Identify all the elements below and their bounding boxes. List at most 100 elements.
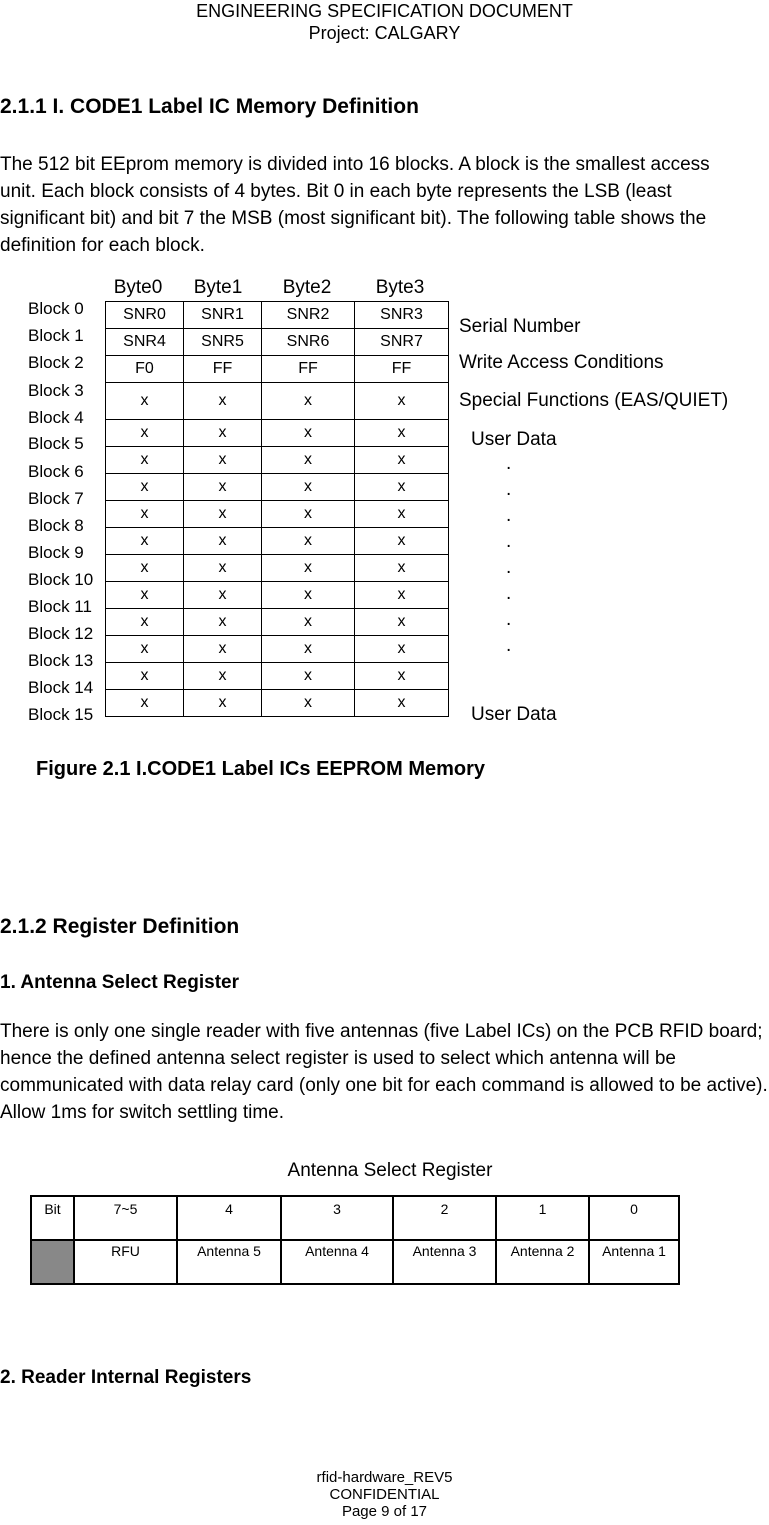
memory-cell: x (105, 382, 184, 420)
footer-confidential: CONFIDENTIAL (329, 1486, 440, 1503)
footer-revision: rfid-hardware_REV5 (316, 1469, 453, 1486)
register-cell: Antenna 2 (495, 1239, 590, 1285)
memory-cell: x (354, 446, 449, 474)
block-label: Block 4 (28, 408, 84, 427)
memory-cell: FF (261, 355, 355, 383)
memory-row: x x x x (105, 635, 449, 663)
memory-table: SNR0 SNR1 SNR2 SNR3 SNR4 SNR5 SNR6 SNR7 … (105, 301, 449, 717)
footer-page-number: Page 9 of 17 (341, 1503, 428, 1520)
memory-cell: x (183, 473, 262, 501)
memory-cell: x (354, 527, 449, 555)
memory-cell: SNR7 (354, 328, 449, 356)
memory-cell: x (261, 382, 355, 420)
memory-cell: SNR5 (183, 328, 262, 356)
memory-cell: x (105, 473, 184, 501)
memory-cell: x (261, 635, 355, 663)
memory-cell: x (183, 446, 262, 474)
block-label: Block 8 (28, 516, 84, 535)
memory-cell: FF (354, 355, 449, 383)
memory-row: x x x x (105, 419, 449, 447)
block-label: Block 11 (28, 597, 92, 616)
memory-cell: x (354, 419, 449, 447)
memory-cell: x (105, 446, 184, 474)
memory-cell: x (183, 382, 262, 420)
continuation-dot: . (506, 583, 512, 604)
register-cell: Antenna 1 (588, 1239, 680, 1285)
memory-row: x x x x (105, 581, 449, 609)
section-title-register-definition: 2.1.2 Register Definition (0, 915, 240, 938)
memory-cell: x (354, 662, 449, 690)
byte-header: Byte0 (113, 277, 163, 298)
register-table-title: Antenna Select Register (287, 1160, 493, 1181)
register-cell: Antenna 3 (392, 1239, 497, 1285)
block-label: Block 13 (28, 651, 94, 670)
memory-row: x x x x (105, 500, 449, 528)
block-label: Block 6 (28, 462, 84, 481)
memory-cell: x (354, 382, 449, 420)
memory-row: x x x x (105, 527, 449, 555)
memory-cell: x (354, 635, 449, 663)
memory-row: x x x x (105, 689, 449, 717)
memory-cell: x (261, 419, 355, 447)
memory-row: F0 FF FF FF (105, 355, 449, 383)
memory-cell: x (183, 689, 262, 717)
block-label: Block 7 (28, 489, 84, 508)
memory-cell: x (261, 662, 355, 690)
register-cell: RFU (73, 1239, 178, 1285)
register-value-row: RFU Antenna 5 Antenna 4 Antenna 3 Antenn… (30, 1239, 680, 1285)
subsection-title-antenna-select: 1. Antenna Select Register (0, 972, 239, 993)
memory-cell: x (354, 554, 449, 582)
memory-cell: x (183, 662, 262, 690)
document-footer: rfid-hardware_REV5 CONFIDENTIAL Page 9 o… (0, 1469, 769, 1520)
register-cell: 1 (495, 1195, 590, 1241)
memory-cell: x (183, 608, 262, 636)
register-cell-shaded (30, 1239, 75, 1285)
memory-cell: SNR2 (261, 301, 355, 329)
memory-cell: x (183, 554, 262, 582)
memory-cell: x (354, 608, 449, 636)
register-cell: 4 (176, 1195, 282, 1241)
block-label: Block 14 (28, 678, 94, 697)
memory-cell: x (354, 581, 449, 609)
memory-cell: F0 (105, 355, 184, 383)
special-functions-label: Special Functions (EAS/QUIET) (459, 390, 729, 411)
user-data-label-top: User Data (471, 429, 557, 450)
memory-cell: x (183, 527, 262, 555)
memory-cell: x (183, 419, 262, 447)
write-access-label: Write Access Conditions (459, 352, 664, 373)
memory-cell: x (105, 500, 184, 528)
continuation-dot: . (506, 609, 512, 630)
memory-cell: x (261, 581, 355, 609)
memory-cell: x (261, 554, 355, 582)
memory-cell: x (105, 554, 184, 582)
memory-cell: FF (183, 355, 262, 383)
memory-cell: x (183, 581, 262, 609)
memory-row: x x x x (105, 446, 449, 474)
register-cell: 0 (588, 1195, 680, 1241)
memory-cell: x (105, 662, 184, 690)
block-label: Block 1 (28, 326, 84, 345)
byte-header: Byte2 (282, 277, 332, 298)
register-cell: 3 (280, 1195, 394, 1241)
register-bit-row: Bit 7~5 4 3 2 1 0 (30, 1195, 680, 1241)
user-data-label-bottom: User Data (471, 704, 557, 725)
memory-cell: x (183, 635, 262, 663)
memory-cell: x (105, 419, 184, 447)
memory-cell: x (105, 635, 184, 663)
memory-row: SNR4 SNR5 SNR6 SNR7 (105, 328, 449, 356)
memory-cell: x (261, 473, 355, 501)
memory-cell: x (261, 689, 355, 717)
memory-row: x x x x (105, 662, 449, 690)
continuation-dot: . (506, 479, 512, 500)
memory-cell: x (261, 527, 355, 555)
continuation-dot: . (506, 505, 512, 526)
memory-cell: x (105, 689, 184, 717)
byte-header: Byte1 (193, 277, 243, 298)
memory-cell: x (105, 527, 184, 555)
section-title-memory-definition: 2.1.1 I. CODE1 Label IC Memory Definitio… (0, 95, 419, 118)
block-label: Block 2 (28, 353, 84, 372)
memory-cell: SNR4 (105, 328, 184, 356)
continuation-dot: . (506, 453, 512, 474)
block-label: Block 0 (28, 299, 84, 318)
memory-cell: x (354, 689, 449, 717)
